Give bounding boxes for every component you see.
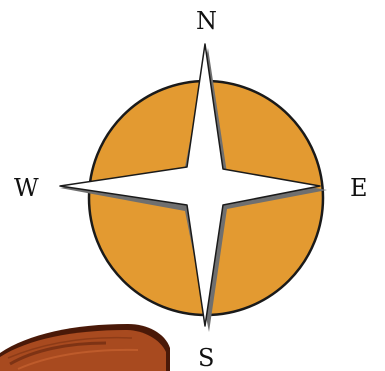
south-label: S	[198, 344, 214, 371]
north-label: N	[196, 7, 217, 35]
west-label: W	[14, 174, 39, 202]
east-label: E	[350, 174, 368, 202]
